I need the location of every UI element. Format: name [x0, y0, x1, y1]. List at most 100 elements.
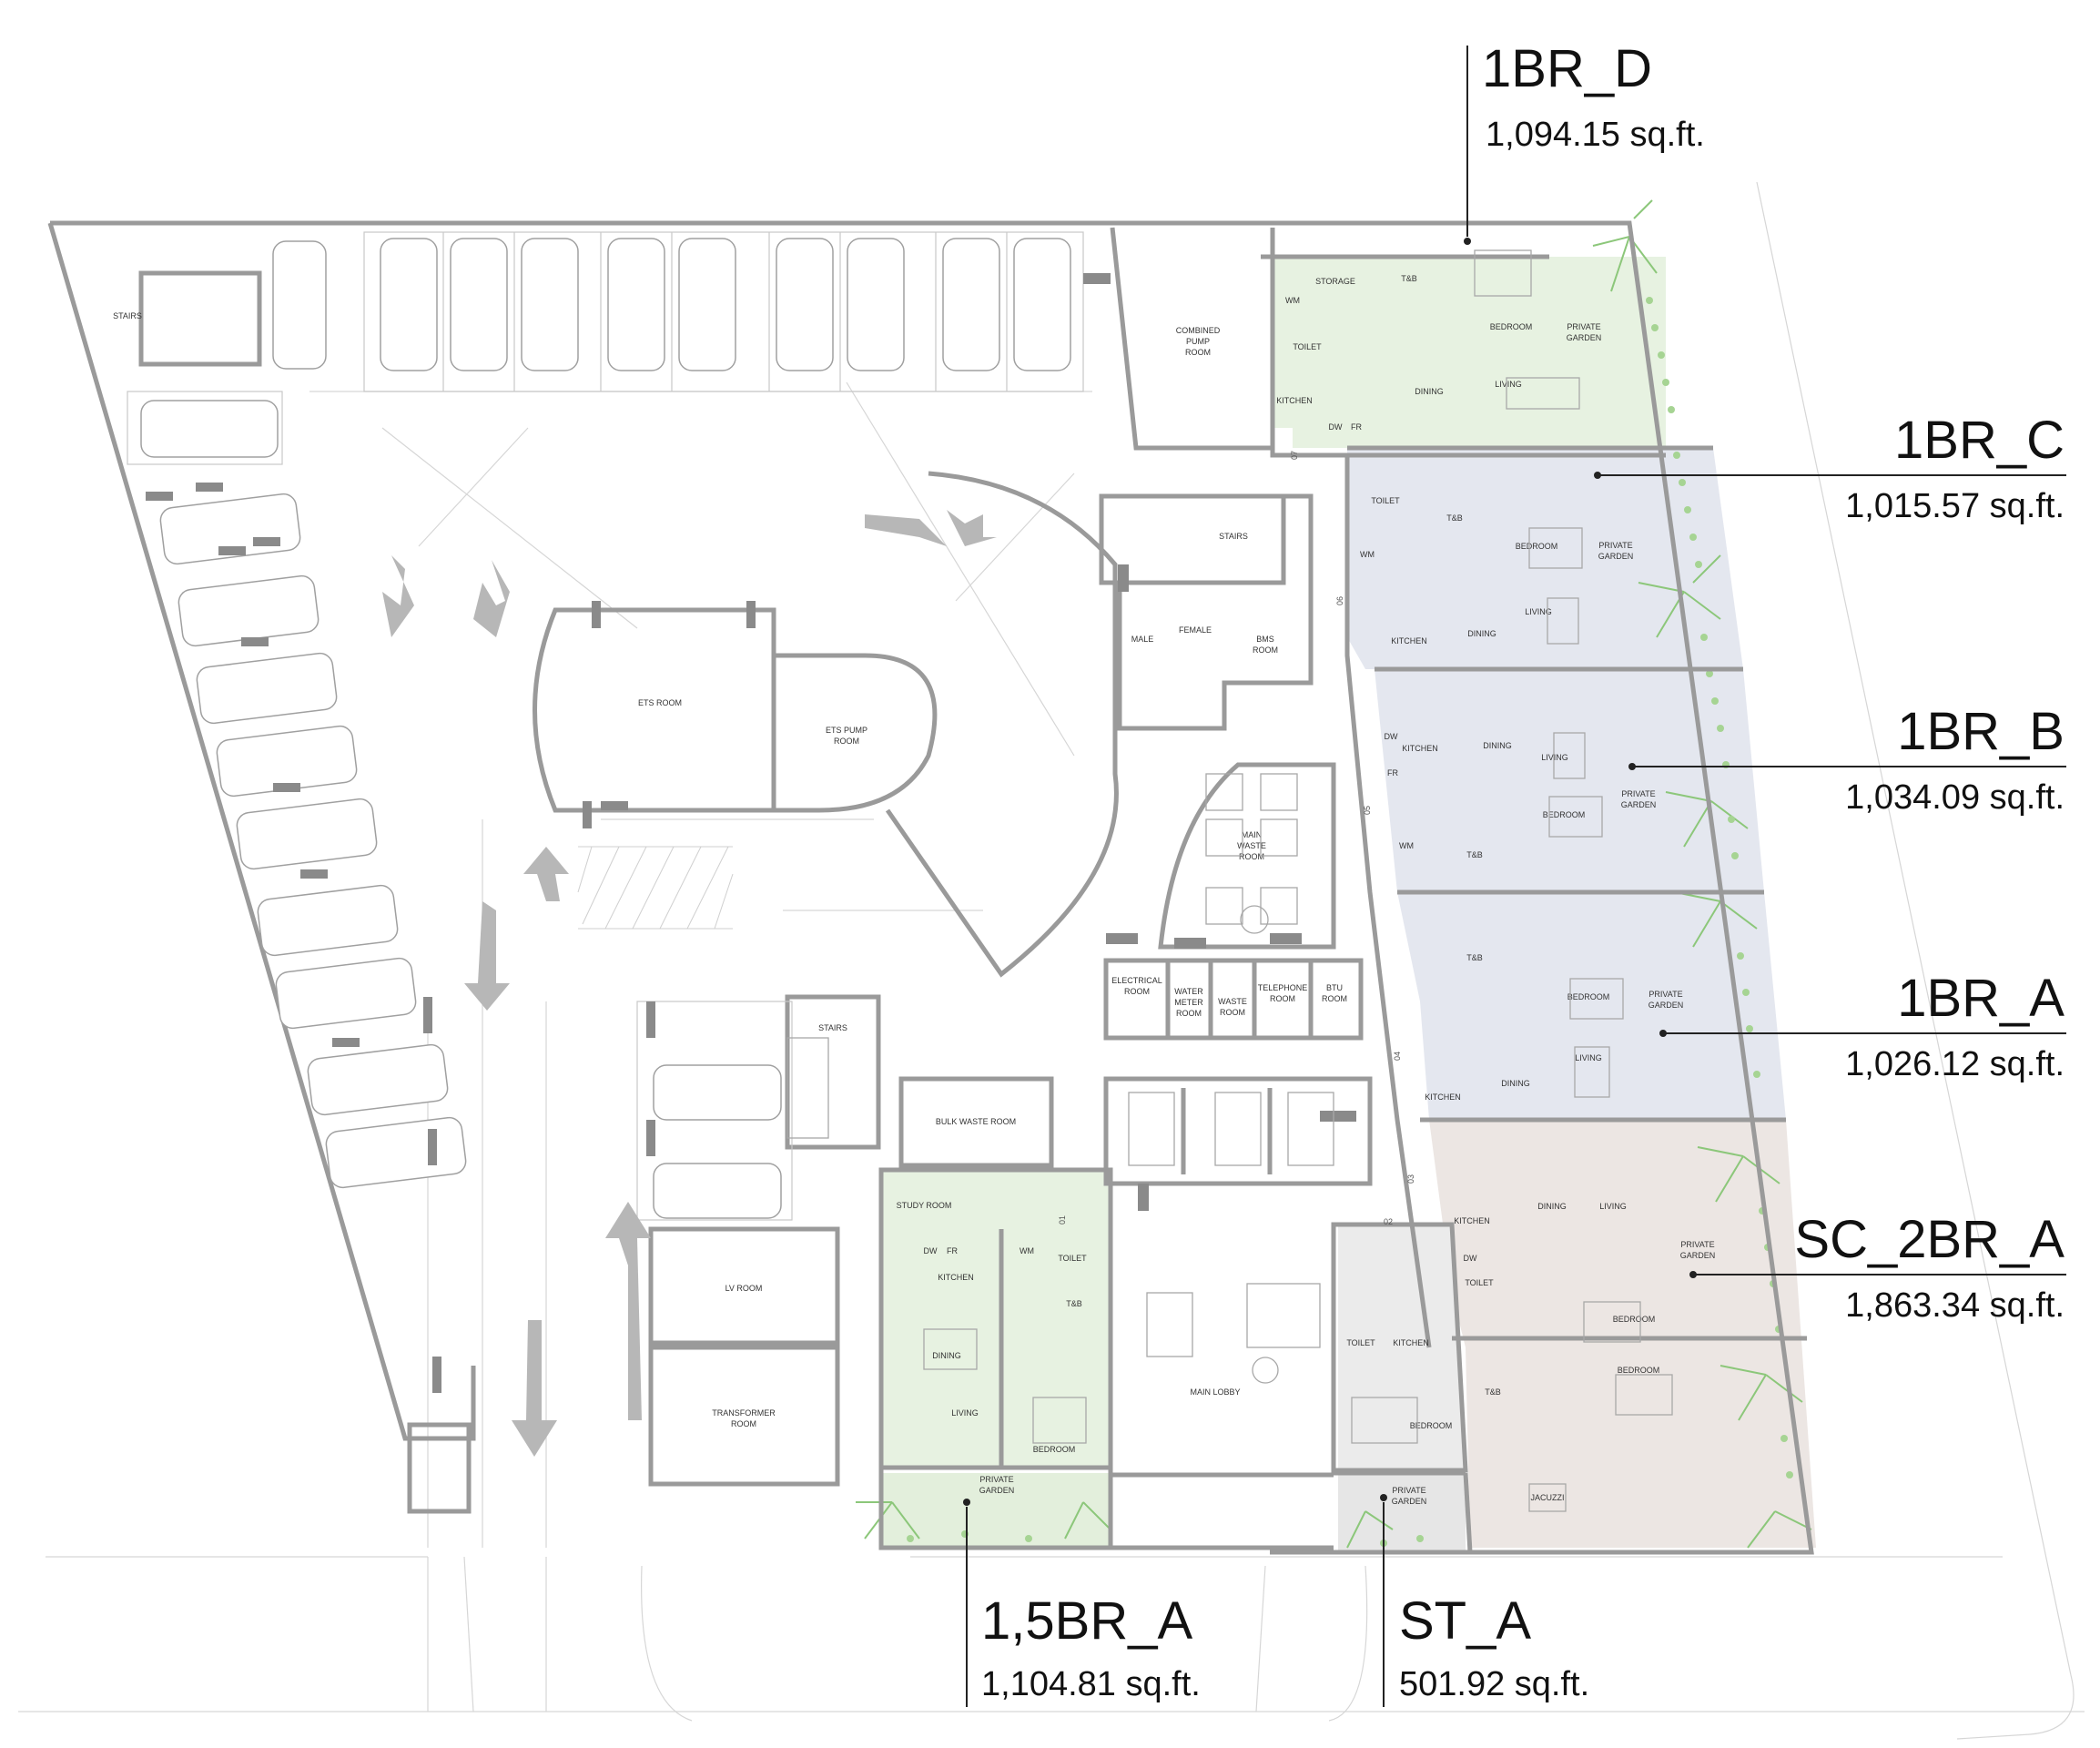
label-main-waste-2: WASTE: [1237, 841, 1266, 850]
callout-1br-c: 1BR_C 1,015.57 sq.ft.: [1845, 411, 2064, 525]
label-kitchen-a: KITCHEN: [1425, 1092, 1461, 1102]
label-male: MALE: [1131, 635, 1154, 644]
unit-name-1br-d: 1BR_D: [1482, 39, 1652, 98]
unit-number-02: 02: [1384, 1217, 1393, 1226]
label-ets-room: ETS ROOM: [638, 698, 682, 707]
car: [325, 1116, 467, 1189]
label-water-meter-3: ROOM: [1176, 1009, 1202, 1018]
car: [307, 1043, 449, 1116]
room-labels: STAIRS STAIRS STAIRS COMBINED PUMP ROOM …: [113, 274, 1715, 1506]
label-transformer-2: ROOM: [731, 1419, 756, 1428]
label-dining-sc: DINING: [1537, 1202, 1567, 1211]
callout-1br-b: 1BR_B 1,034.09 sq.ft.: [1845, 702, 2064, 817]
label-btu-1: BTU: [1326, 983, 1343, 992]
label-dw-15br: DW: [924, 1246, 938, 1255]
label-waste-1: WASTE: [1218, 997, 1247, 1006]
label-living-b: LIVING: [1541, 753, 1568, 762]
label-main-waste-3: ROOM: [1239, 852, 1264, 861]
label-dining-a: DINING: [1501, 1079, 1530, 1088]
car: [607, 238, 665, 371]
label-female: FEMALE: [1179, 625, 1212, 635]
label-telephone-1: TELEPHONE: [1258, 983, 1308, 992]
garden-st-fill: [1338, 1473, 1466, 1550]
label-bedroom-sc-1: BEDROOM: [1613, 1315, 1656, 1324]
car: [272, 240, 327, 370]
label-dw-sc: DW: [1464, 1254, 1477, 1263]
car: [653, 1163, 782, 1219]
label-wm-c: WM: [1360, 550, 1375, 559]
label-living-d: LIVING: [1495, 380, 1522, 389]
unit-numbers: 07 06 05 04 03 02 01: [1058, 451, 1415, 1226]
label-bedroom-a: BEDROOM: [1567, 992, 1610, 1001]
car: [521, 238, 579, 371]
unit-1br-b-fill: [1375, 669, 1764, 892]
label-wm-b: WM: [1399, 841, 1414, 850]
landscape: [856, 199, 1812, 1549]
car: [159, 493, 301, 565]
label-tb-a: T&B: [1466, 953, 1483, 962]
label-kitchen-15br: KITCHEN: [938, 1273, 974, 1282]
car: [178, 574, 320, 647]
label-toilet-15br: TOILET: [1058, 1254, 1087, 1263]
walls: [47, 220, 1814, 1555]
car: [275, 957, 417, 1030]
label-study-room: STUDY ROOM: [897, 1201, 952, 1210]
label-stairs-lower: STAIRS: [818, 1023, 847, 1032]
label-garden-15br: GARDEN: [979, 1486, 1015, 1495]
label-ets-pump-2: ROOM: [834, 737, 859, 746]
label-tb-c: T&B: [1446, 513, 1463, 523]
label-btu-2: ROOM: [1322, 994, 1347, 1003]
car: [1013, 238, 1071, 371]
label-lv-room: LV ROOM: [725, 1284, 763, 1293]
label-ets-pump-1: ETS PUMP: [826, 726, 867, 735]
label-bedroom-c: BEDROOM: [1516, 542, 1558, 551]
label-stairs-top: STAIRS: [113, 311, 142, 320]
label-bedroom-15br: BEDROOM: [1033, 1445, 1076, 1454]
label-bms-2: ROOM: [1253, 645, 1278, 655]
car: [942, 238, 1000, 371]
callout-1br-a: 1BR_A 1,026.12 sq.ft.: [1845, 969, 2064, 1083]
label-dining-c: DINING: [1467, 629, 1496, 638]
parking: [140, 238, 1071, 1219]
label-tb-sc: T&B: [1485, 1387, 1501, 1397]
unit-name-st-a: ST_A: [1399, 1591, 1531, 1651]
label-private-c: PRIVATE: [1598, 541, 1632, 550]
unit-name-15br-a: 1,5BR_A: [981, 1591, 1192, 1651]
car: [847, 238, 905, 371]
unit-name-sc2br-a: SC_2BR_A: [1794, 1210, 2064, 1269]
label-private-15br: PRIVATE: [979, 1475, 1013, 1484]
label-living-15br: LIVING: [951, 1408, 979, 1418]
parking-bays: [127, 231, 1084, 1221]
unit-area-1br-d: 1,094.15 sq.ft.: [1486, 116, 1705, 154]
label-tb-d: T&B: [1401, 274, 1417, 283]
label-kitchen-st: KITCHEN: [1393, 1338, 1429, 1347]
label-kitchen-c: KITCHEN: [1391, 636, 1427, 645]
callout-st-a: ST_A 501.92 sq.ft.: [1399, 1591, 1589, 1703]
label-bulk-waste: BULK WASTE ROOM: [936, 1117, 1016, 1126]
unit-area-1br-b: 1,034.09 sq.ft.: [1845, 778, 2064, 817]
label-dw-d: DW: [1329, 422, 1343, 432]
label-living-a: LIVING: [1575, 1053, 1602, 1062]
unit-number-06: 06: [1335, 596, 1344, 605]
label-wm-15br: WM: [1020, 1246, 1034, 1255]
label-dining-d: DINING: [1415, 387, 1444, 396]
car: [236, 798, 378, 870]
car: [196, 652, 338, 725]
unit-area-1br-c: 1,015.57 sq.ft.: [1845, 487, 2064, 525]
label-pump-room-2: PUMP: [1186, 337, 1210, 346]
label-water-meter-2: METER: [1174, 998, 1203, 1007]
label-living-sc: LIVING: [1599, 1202, 1627, 1211]
label-waste-2: ROOM: [1220, 1008, 1245, 1017]
car: [450, 238, 508, 371]
columns: [146, 273, 1356, 1393]
leader-lines: [966, 46, 2066, 1707]
label-telephone-2: ROOM: [1270, 994, 1295, 1003]
label-electrical-1: ELECTRICAL: [1111, 976, 1162, 985]
unit-area-15br-a: 1,104.81 sq.ft.: [981, 1665, 1201, 1703]
label-kitchen-sc: KITCHEN: [1454, 1216, 1490, 1225]
label-private-sc: PRIVATE: [1680, 1240, 1714, 1249]
label-wm-d: WM: [1285, 296, 1300, 305]
callout-15br-a: 1,5BR_A 1,104.81 sq.ft.: [981, 1591, 1201, 1703]
car: [257, 884, 399, 957]
